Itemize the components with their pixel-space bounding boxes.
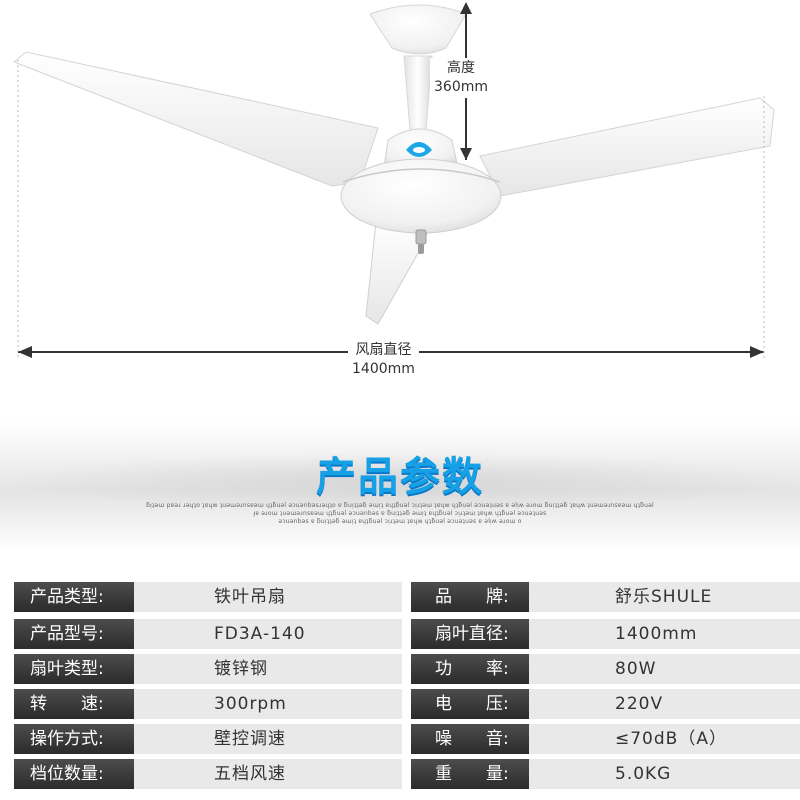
diameter-label-text: 风扇直径 — [355, 342, 412, 358]
fine-print-line-1: ƃᴉʇǝɯ pɐǝɹ ɹǝɥʇo ʇɐɥʍ ʇuǝɯǝɹnsɐǝɯ ɥʇƃuǝl… — [146, 502, 654, 509]
spec-label: 功 率: — [411, 654, 529, 684]
spec-value: ≤70dB（A） — [529, 724, 800, 754]
fan-downrod — [403, 55, 433, 131]
diameter-arrow-left-icon — [18, 346, 32, 358]
spec-value: 300rpm — [134, 689, 402, 719]
fan-housing-rim — [342, 168, 501, 183]
spec-label: 重 量: — [411, 759, 529, 789]
spec-label: 扇叶类型: — [14, 654, 134, 684]
fan-blade-left — [13, 51, 379, 187]
spec-value: FD3A-140 — [134, 619, 402, 649]
spec-label: 电 压: — [411, 689, 529, 719]
spec-value: 220V — [529, 689, 800, 719]
fine-print-line-2: ɟɐ ǝɹoɯ ʇuǝɯǝɹnsɐǝɯ ɥʇƃuǝl ǝɔuǝnbǝs ɐ ƃu… — [253, 510, 547, 517]
spec-value: 5.0KG — [529, 759, 800, 789]
section-header-shadow — [0, 452, 800, 512]
height-arrow-top-icon — [460, 2, 472, 14]
spec-label: 产品型号: — [14, 619, 134, 649]
spec-value: 舒乐SHULE — [529, 582, 800, 612]
height-label-text: 高度 — [447, 60, 475, 76]
spec-value: 1400mm — [529, 619, 800, 649]
spec-label: 品 牌: — [411, 582, 529, 612]
spec-label: 操作方式: — [14, 724, 134, 754]
pull-switch-knob — [418, 244, 424, 254]
fine-print-line-3: ǝɔuǝnbǝs ɐ ƃuᴉʇʇǝƃ ǝɯᴉʇ ɐɥʇƃuǝl ɔᴉɹʇǝɯ ʇ… — [278, 518, 522, 525]
spec-value: 镀锌钢 — [134, 654, 402, 684]
fan-blade-right — [479, 97, 775, 197]
spec-value: 壁控调速 — [134, 724, 402, 754]
diameter-label: 风扇直径 1400mm — [348, 340, 419, 380]
spec-label: 产品类型: — [14, 582, 134, 612]
diameter-value-text: 1400mm — [352, 361, 415, 377]
spec-value: 铁叶吊扇 — [134, 582, 402, 612]
height-arrow-bottom-icon — [460, 148, 472, 160]
pull-switch — [415, 229, 427, 245]
ceiling-fan-illustration — [13, 2, 775, 358]
spec-label: 扇叶直径: — [411, 619, 529, 649]
spec-label: 转 速: — [14, 689, 134, 719]
spec-row: 操作方式: 壁控调速 噪 音: ≤70dB（A） — [14, 724, 800, 754]
fan-motor-housing — [340, 158, 502, 234]
spec-row: 产品型号: FD3A-140 扇叶直径: 1400mm — [14, 619, 800, 649]
brand-logo-mark — [413, 147, 425, 153]
spec-row: 扇叶类型: 镀锌钢 功 率: 80W — [14, 654, 800, 684]
height-label: 高度 360mm — [430, 58, 492, 98]
height-value-text: 360mm — [434, 79, 488, 95]
spec-row: 转 速: 300rpm 电 压: 220V — [14, 689, 800, 719]
spec-value: 五档风速 — [134, 759, 402, 789]
spec-row: 产品类型: 铁叶吊扇 品 牌: 舒乐SHULE — [14, 582, 800, 612]
diameter-arrow-right-icon — [750, 346, 764, 358]
spec-value: 80W — [529, 654, 800, 684]
spec-label: 噪 音: — [411, 724, 529, 754]
fan-canopy — [369, 4, 467, 55]
fan-product-image: 高度 360mm 风扇直径 1400mm — [13, 2, 775, 380]
spec-label: 档位数量: — [14, 759, 134, 789]
section-title: 产品参数 — [316, 454, 484, 500]
spec-row: 档位数量: 五档风速 重 量: 5.0KG — [14, 759, 800, 789]
